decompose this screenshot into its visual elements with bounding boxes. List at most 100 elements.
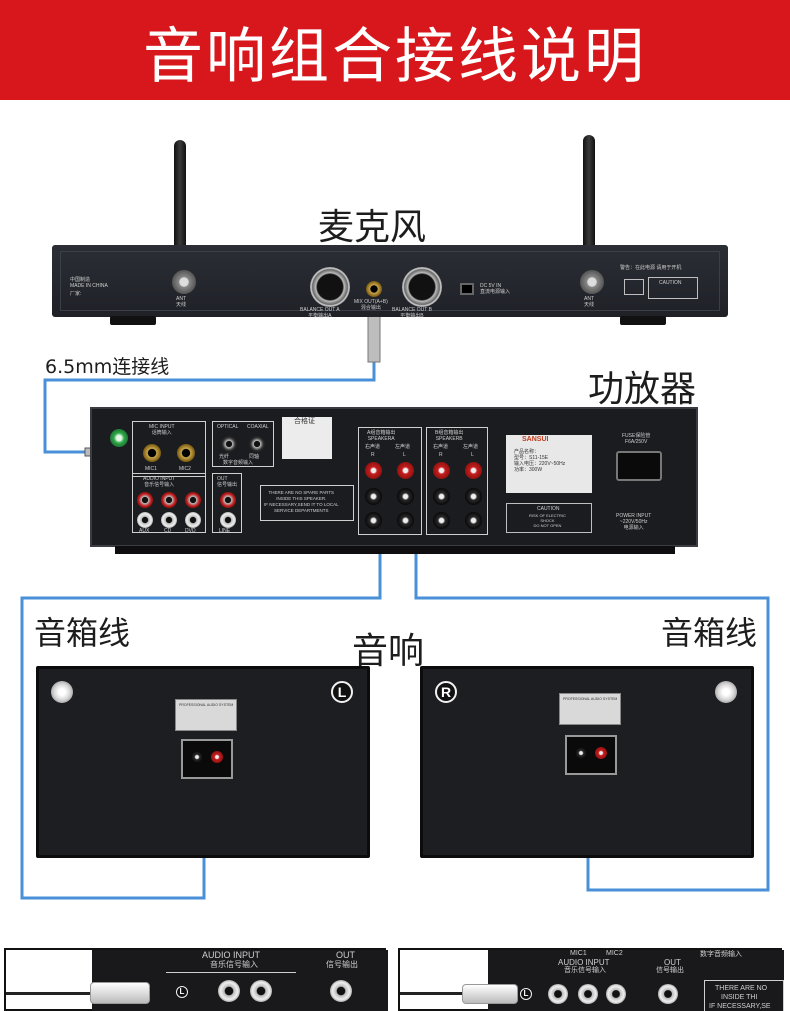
bottom-left-out-cn: 信号输出 — [326, 960, 358, 969]
bottom-right-detail: MIC1 MIC2 AUDIO INPUT 音乐信号输入 OUT 信号输出 数字… — [398, 948, 784, 1011]
mic2-jack[interactable] — [177, 444, 195, 462]
bottom-right-out-cn: 信号输出 — [656, 967, 684, 974]
mic1-label: MIC1 — [145, 466, 157, 472]
right-antenna-connector[interactable] — [580, 270, 604, 294]
right-speaker-minus[interactable] — [575, 747, 587, 759]
speaker-wire-left-label: 音箱线 — [34, 614, 131, 652]
bottom-right-audio-input: AUDIO INPUT — [558, 958, 610, 967]
line-out-l-jack[interactable] — [220, 512, 236, 528]
coaxial-port[interactable] — [249, 436, 265, 452]
receiver-factory: 厂家: — [70, 291, 82, 297]
dc-in-label: DC 5V IN 直流电源输入 — [480, 283, 511, 295]
right-antenna — [583, 135, 595, 280]
line-out-r-jack[interactable] — [220, 492, 236, 508]
left-speaker-minus[interactable] — [191, 751, 203, 763]
speaker-a-output-panel: A组音箱输出 SPEAKERA 右声道 左声道 R L — [358, 427, 422, 535]
balance-out-b-connector[interactable] — [402, 267, 442, 307]
mic1-jack[interactable] — [143, 444, 161, 462]
left-antenna-connector[interactable] — [172, 270, 196, 294]
left-speaker-plus[interactable] — [211, 751, 223, 763]
speaker-b-l-plus[interactable] — [465, 462, 482, 479]
mic2-label: MIC2 — [179, 466, 191, 472]
bottom-left-badge: L — [176, 986, 188, 998]
mic-input-panel: MIC INPUT 话筒输入 MIC1 MIC2 — [132, 421, 206, 477]
receiver-caution-icon — [624, 279, 644, 295]
left-speaker-terminal — [181, 739, 233, 779]
speaker-b-r-plus[interactable] — [433, 462, 450, 479]
right-speaker-plus[interactable] — [595, 747, 607, 759]
bottom-right-cable — [400, 992, 480, 995]
header-banner: 音响组合接线说明 — [0, 0, 790, 100]
speaker-a-l-plus[interactable] — [397, 462, 414, 479]
bottom-left-cable — [6, 992, 146, 995]
bottom-left-rca-1[interactable] — [218, 980, 240, 1002]
line-out-panel: OUT 信号输出 LINE — [212, 473, 242, 534]
speaker-label: 音响 — [352, 631, 425, 672]
bottom-right-notice-box: THERE ARE NO INSIDE THI IF NECESSARY,SE — [704, 980, 784, 1011]
bottom-right-rca-1[interactable] — [548, 984, 568, 1004]
bottom-right-rca-2[interactable] — [578, 984, 598, 1004]
mix-out-label: MIX OUT(A+B) 混合输出 — [354, 299, 388, 311]
speaker-b-r-minus-2[interactable] — [433, 512, 450, 529]
speaker-b-l-minus-2[interactable] — [465, 512, 482, 529]
speaker-a-r-minus[interactable] — [365, 488, 382, 505]
bottom-right-audio-input-cn: 音乐信号输入 — [564, 967, 606, 974]
balance-out-a-connector[interactable] — [310, 267, 350, 307]
speaker-a-r-minus-2[interactable] — [365, 512, 382, 529]
receiver-caution-box: CAUTION — [648, 277, 698, 299]
speaker-b-l-minus[interactable] — [465, 488, 482, 505]
mix-out-jack[interactable] — [366, 281, 382, 297]
speaker-a-l-minus[interactable] — [397, 488, 414, 505]
receiver-ant-right-label: ANT 天线 — [584, 296, 595, 308]
power-socket[interactable] — [616, 451, 662, 481]
bottom-right-rca-3[interactable] — [606, 984, 626, 1004]
bottom-left-rca-3[interactable] — [330, 980, 352, 1002]
mic-receiver: 中国制造 MADE IN CHINA 厂家: ANT 天线 BALANCE OU… — [52, 245, 728, 319]
dvd-l-jack[interactable] — [185, 512, 201, 528]
balance-out-b-label: BALANCE OUT B 平衡输出B — [392, 307, 432, 319]
balance-out-a-label: BALANCE OUT A 平衡输出A — [300, 307, 340, 319]
brand-name: SANSUI — [522, 436, 549, 443]
dvd-label: DVD — [185, 528, 196, 534]
receiver-ant-left-label: ANT 天线 — [176, 296, 187, 308]
bottom-left-rca-2[interactable] — [250, 980, 272, 1002]
bottom-right-out: OUT — [664, 958, 681, 967]
right-speaker-plate: PROFESSIONAL AUDIO SYSTEM — [559, 693, 621, 725]
speaker-b-r-minus[interactable] — [433, 488, 450, 505]
bottom-left-out: OUT — [336, 950, 355, 960]
speaker-a-l-minus-2[interactable] — [397, 512, 414, 529]
dc-in-jack[interactable] — [460, 283, 474, 295]
optical-cn-label: 光纤 — [219, 454, 230, 460]
left-speaker-plate: PROFESSIONAL AUDIO SYSTEM — [175, 699, 237, 731]
bottom-right-mic1: MIC1 — [570, 950, 587, 957]
cd-r-jack[interactable] — [161, 492, 177, 508]
amplifier-label: 功放器 — [588, 369, 697, 410]
qc-sticker: 合格证 — [282, 417, 332, 459]
aux-label: AUX — [139, 528, 150, 534]
aux-r-jack[interactable] — [137, 492, 153, 508]
amplifier-rear-panel: MIC INPUT 话筒输入 MIC1 MIC2 OPTICAL COAXIAL… — [90, 407, 698, 547]
right-speaker: R PROFESSIONAL AUDIO SYSTEM — [420, 666, 754, 858]
amplifier-base — [115, 546, 675, 554]
line-label: LINE — [219, 528, 231, 534]
right-speaker-terminal — [565, 735, 617, 775]
fuse-label: FUSE保险管 F6A/250V — [622, 433, 651, 445]
receiver-made-in: 中国制造 MADE IN CHINA — [70, 277, 108, 289]
bottom-right-rca-4[interactable] — [658, 984, 678, 1004]
receiver-warning: 警告：在此电源 请用于开机 — [620, 265, 682, 271]
bottom-left-rca-plug — [90, 982, 150, 1004]
right-speaker-screw — [715, 681, 737, 703]
speaker-b-output-panel: B组音箱输出 SPEAKERB 右声道 左声道 R L — [426, 427, 488, 535]
cable-label: 6.5mm连接线 — [45, 356, 170, 378]
dvd-r-jack[interactable] — [185, 492, 201, 508]
power-input-label: POWER INPUT ~220V/50Hz 电源输入 — [616, 513, 652, 531]
optical-port[interactable] — [221, 436, 237, 452]
aux-l-jack[interactable] — [137, 512, 153, 528]
cd-l-jack[interactable] — [161, 512, 177, 528]
microphone-label: 麦克风 — [318, 207, 427, 248]
coaxial-cn-label: 同轴 — [249, 454, 260, 460]
speaker-a-r-plus[interactable] — [365, 462, 382, 479]
green-ground-button[interactable] — [110, 429, 128, 447]
digital-input-panel: OPTICAL COAXIAL 光纤 同轴 数字音频输入 — [212, 421, 274, 467]
bottom-right-digital: 数字音频输入 — [700, 951, 742, 958]
